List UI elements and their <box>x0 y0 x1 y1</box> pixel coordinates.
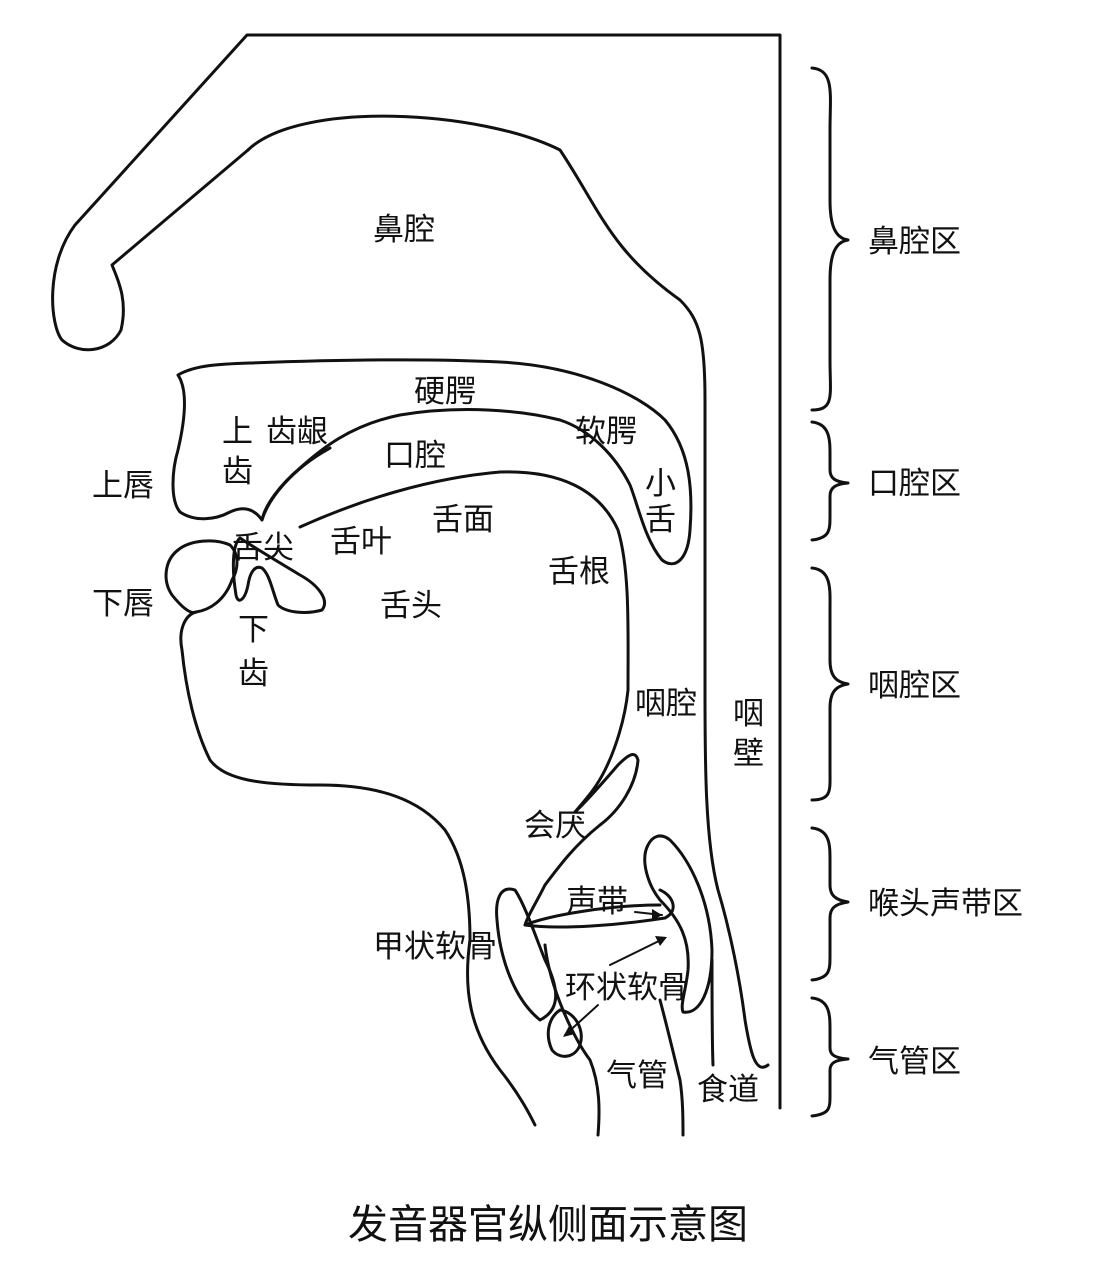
upper-teeth-gum-line <box>260 446 332 522</box>
label-pharynx-cavity: 咽腔 <box>635 686 697 722</box>
label-nasal-cavity: 鼻腔 <box>373 212 435 248</box>
tongue-tip <box>231 536 326 614</box>
label-tongue-tip: 舌尖 <box>232 530 294 566</box>
label-soft-palate: 软腭 <box>575 414 637 450</box>
label-lower-teeth-2: 齿 <box>238 656 269 692</box>
label-tongue-surface: 舌面 <box>432 502 494 538</box>
lower-lip-jaw <box>176 539 472 942</box>
esophagus-front <box>710 958 715 1067</box>
trachea-back <box>658 998 685 1137</box>
label-tongue-root: 舌根 <box>548 554 610 590</box>
label-alveolar-ridge: 齿龈 <box>266 414 328 450</box>
label-vocal-cords: 声带 <box>566 884 628 920</box>
label-tongue-blade: 舌叶 <box>330 524 392 560</box>
cricoid-arrowhead-lower <box>563 1026 575 1037</box>
head-outline-upper <box>51 33 782 1110</box>
neck-front <box>466 938 537 1127</box>
tongue-upper-surface <box>298 470 630 692</box>
label-thyroid-cartilage: 甲状软骨 <box>373 929 497 965</box>
lower-lip-front <box>164 548 198 615</box>
label-lower-teeth-1: 下 <box>238 612 269 648</box>
zone-larynx: 喉头声带区 <box>868 886 1023 922</box>
label-epiglottis: 会厌 <box>524 808 586 844</box>
zone-pharyngeal: 咽腔区 <box>868 668 961 704</box>
arytenoid-cartilage <box>643 834 714 1014</box>
label-esophagus: 食道 <box>697 1072 759 1108</box>
zone-trachea: 气管区 <box>868 1044 961 1080</box>
label-cricoid-cartilage: 环状软骨 <box>565 970 689 1006</box>
zone-nasal: 鼻腔区 <box>868 224 961 260</box>
nasal-cavity-back <box>246 114 707 692</box>
label-uvula-2: 舌 <box>645 502 676 538</box>
label-trachea: 气管 <box>606 1058 668 1094</box>
label-lower-lip: 下唇 <box>92 586 154 622</box>
cricoid-pointer-upper <box>609 937 666 966</box>
label-upper-teeth-2: 齿 <box>222 454 253 490</box>
label-hard-palate: 硬腭 <box>414 374 476 410</box>
vocal-cord-arrowhead <box>652 909 662 921</box>
thyroid-cartilage <box>495 887 558 1022</box>
brace-nasal <box>810 66 850 412</box>
brace-larynx <box>810 826 850 982</box>
cricoid-arrowhead-upper <box>655 936 667 946</box>
brace-pharyngeal <box>810 566 850 802</box>
label-pharynx-wall-2: 壁 <box>733 736 764 772</box>
pharynx-wall-line <box>703 688 770 1069</box>
label-uvula-1: 小 <box>645 466 676 502</box>
brace-oral <box>810 420 850 542</box>
trachea-front <box>543 943 601 1137</box>
brace-trachea <box>810 996 850 1118</box>
label-upper-teeth-1: 上 <box>222 414 253 450</box>
upper-lip-palate <box>171 358 693 566</box>
diagram-caption: 发音器官纵侧面示意图 <box>348 1202 748 1248</box>
label-oral-cavity: 口腔 <box>384 438 446 474</box>
label-pharynx-wall-1: 咽 <box>733 696 764 732</box>
label-tongue-body: 舌头 <box>380 588 442 624</box>
label-upper-lip: 上唇 <box>92 468 154 504</box>
epiglottis-shape <box>543 688 640 887</box>
zone-oral: 口腔区 <box>868 466 961 502</box>
